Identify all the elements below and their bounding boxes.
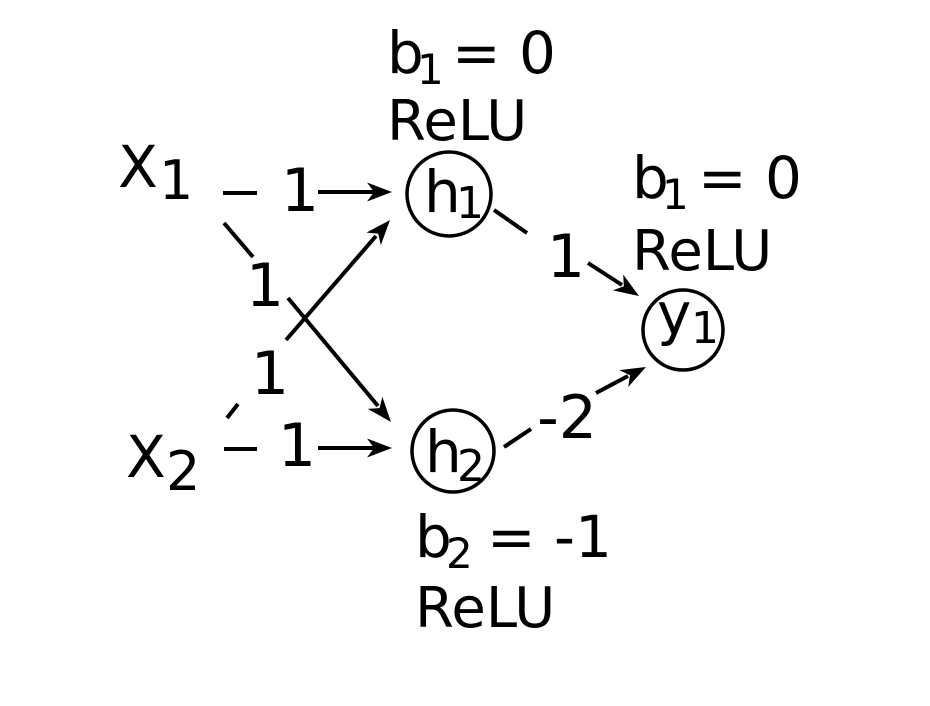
arrowheads-group (366, 182, 646, 458)
node-circles-group (405, 150, 725, 494)
activation-h2-label: ReLU (415, 576, 555, 641)
node-h2-label: h (425, 418, 462, 486)
bias-h2-base: b (415, 503, 452, 571)
bias-y1-base: b (632, 144, 669, 212)
arrowhead-h1-y1-icon (612, 274, 639, 296)
weight-x2-h1-label: 1 (251, 339, 289, 409)
node-y1-label: y (657, 280, 691, 348)
weight-h2-y1-label: -2 (537, 383, 597, 453)
weight-h1-y1-label: 1 (547, 222, 585, 292)
node-h1-circle (405, 150, 493, 238)
arrowhead-x1-h1-icon (367, 182, 392, 202)
node-h1-subscript: 1 (456, 178, 484, 229)
activation-h1-label: ReLU (387, 89, 527, 154)
edge-h1-y1-start-segment (492, 208, 529, 235)
edge-x2-h1-shaft (284, 234, 378, 342)
edge-x2-h1-start-segment (225, 402, 240, 420)
bias-y1-subscript: 1 (662, 170, 689, 219)
weight-x1-h1-label: 1 (281, 156, 319, 226)
node-x1-subscript: 1 (159, 149, 193, 212)
bias-h2-subscript: 2 (446, 529, 473, 578)
bias-h1-value: = 0 (452, 19, 556, 87)
bias-h1-subscript: 1 (417, 45, 444, 94)
weight-x1-h2-label: 1 (246, 251, 284, 321)
edge-x1-h2-start-segment (222, 221, 255, 259)
weight-x2-h2-label: 1 (278, 411, 316, 481)
bias-h1-base: b (387, 19, 424, 87)
arrowhead-x2-h2-icon (367, 438, 392, 458)
node-x2-subscript: 2 (166, 440, 200, 503)
arrowhead-x1-h2-icon (367, 396, 391, 422)
labels-group: X 1 X 2 h 1 h 2 y 1 b 1 = 0 ReLU b 2 = -… (118, 19, 802, 641)
node-y1-subscript: 1 (691, 303, 719, 354)
node-x2-label: X (126, 423, 166, 491)
edge-h2-y1-start-segment (502, 427, 533, 449)
arrowhead-h2-y1-icon (619, 367, 646, 387)
edge-h1-y1-shaft (586, 261, 624, 287)
edges-group (222, 190, 629, 451)
bias-h2-value: = -1 (487, 503, 612, 571)
arrowhead-x2-h1-icon (366, 220, 390, 246)
node-x1-label: X (118, 133, 158, 201)
edge-x1-h2-shaft (286, 296, 380, 408)
node-y1-circle (641, 288, 725, 372)
activation-y1-label: ReLU (632, 219, 772, 284)
edge-h2-y1-shaft (595, 374, 629, 395)
node-h2-circle (410, 408, 496, 494)
node-h2-subscript: 2 (457, 441, 485, 492)
node-h1-label: h (424, 158, 461, 226)
bias-y1-value: = 0 (698, 144, 802, 212)
